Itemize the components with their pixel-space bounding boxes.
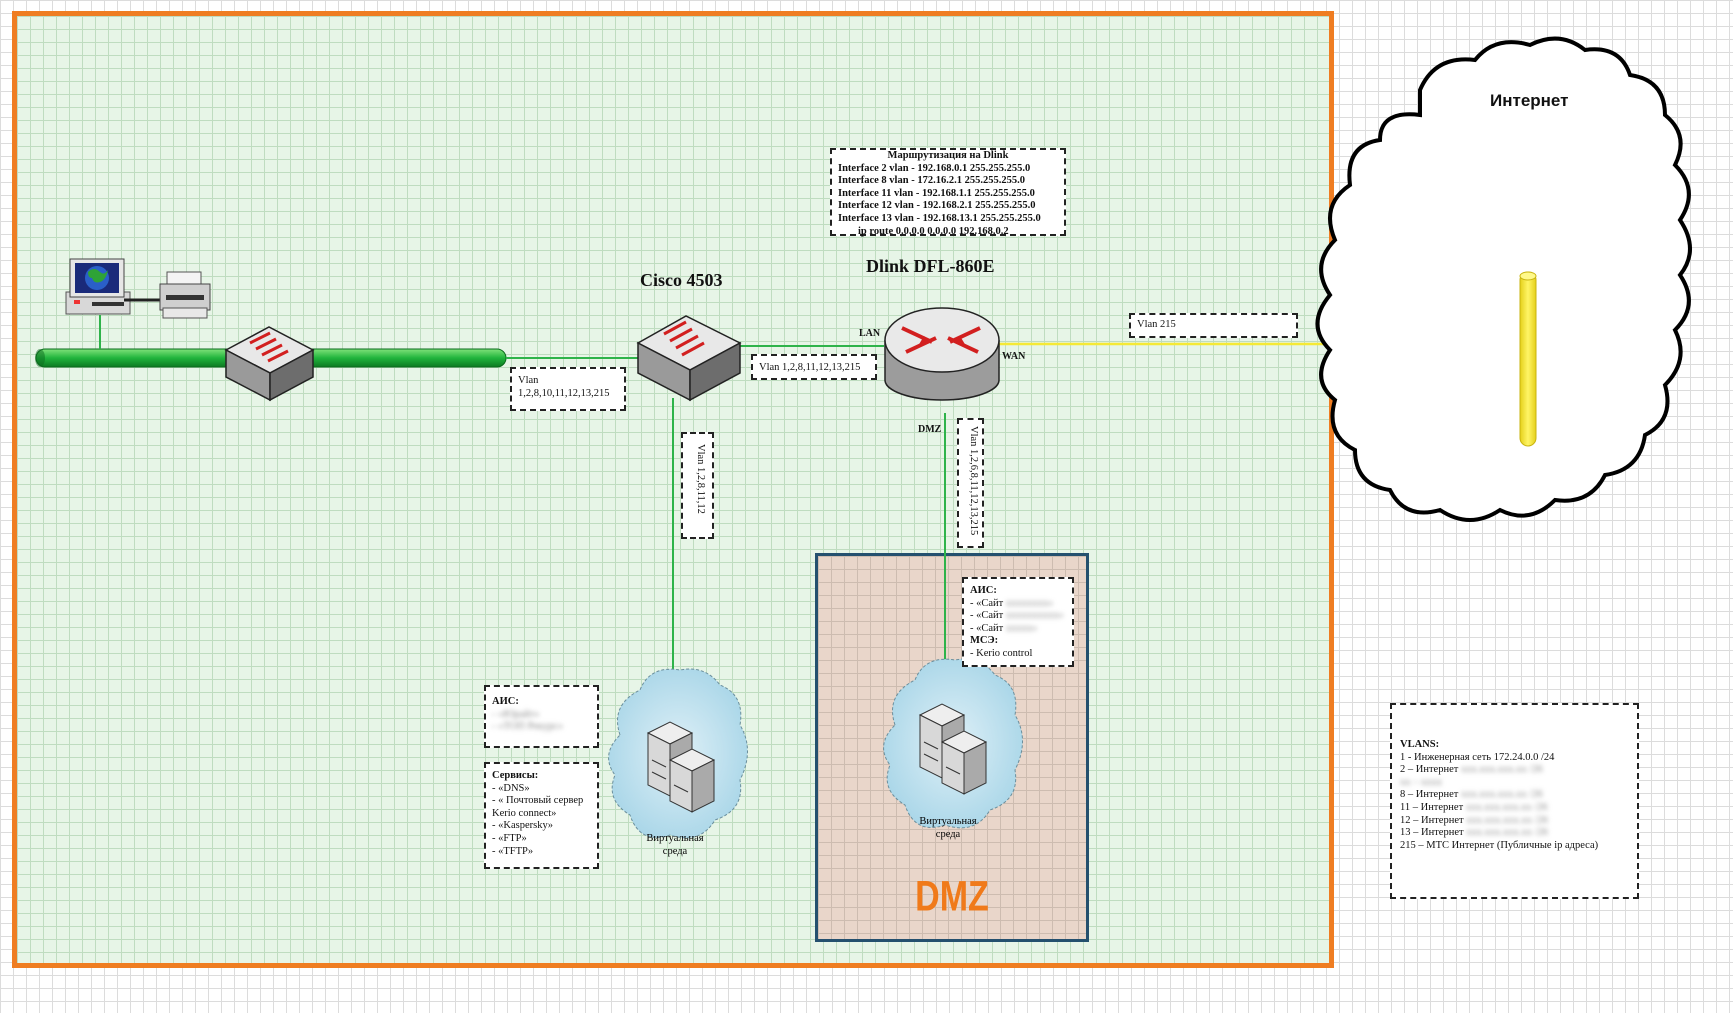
router-lan-port-label: LAN xyxy=(859,328,881,339)
service-item: - « Почтовый сервер xyxy=(492,795,584,807)
service-item: - «TFTP» xyxy=(492,845,534,857)
vlan-line: xx – xxxx xyxy=(1400,776,1442,788)
vlan-line: 2 – Интернет xxx.xxx.xxx.xx /26 xyxy=(1400,764,1543,776)
vlan-label-line: 1,2,8,10,11,12,13,215 xyxy=(518,387,610,399)
vlans-legend-box: VLANS: 1 - Инженерная сеть 172.24.0.0 /2… xyxy=(1390,703,1639,899)
routing-line: Interface 11 vlan - 192.168.1.1 255.255.… xyxy=(838,187,1035,199)
vlan-label-text: Vlan 1,2,8,11,12 xyxy=(695,444,706,514)
routing-line: ip route 0.0.0.0 0.0.0.0 192.168.0.2 xyxy=(858,225,1009,237)
ais-item: - «ТОП Рекурс» xyxy=(492,721,564,733)
virtual-env-dmz-label: Виртуальная среда xyxy=(919,816,977,840)
router-icon xyxy=(884,307,1000,401)
vlan-line: 1 - Инженерная сеть 172.24.0.0 /24 xyxy=(1400,751,1555,763)
dmz-ais-item: - «Сайт xxxxx» xyxy=(970,622,1038,634)
internet-cloud xyxy=(1315,36,1692,522)
routing-line: Interface 2 vlan - 192.168.0.1 255.255.2… xyxy=(838,162,1031,174)
dmz-ais-item: - «Сайт xxxxxxxx» xyxy=(970,597,1054,609)
dmz-zone-label: DMZ xyxy=(915,873,989,921)
core-switch-label: Cisco 4503 xyxy=(640,270,723,290)
routing-line: Interface 8 vlan - 172.16.2.1 255.255.25… xyxy=(838,175,1025,187)
workstation-icon xyxy=(65,258,165,315)
vlan-label-core-virtual: Vlan 1,2,8,11,12 xyxy=(681,432,714,539)
vlan-label-core-router: Vlan 1,2,8,11,12,13,215 xyxy=(751,354,877,380)
core-switch-icon xyxy=(636,315,742,402)
vlans-header: VLANS: xyxy=(1400,739,1440,750)
vlan-line: 13 – Интернет xxx.xxx.xxx.xx /26 xyxy=(1400,827,1548,839)
services-box: Сервисы: - «DNS» - « Почтовый сервер Ker… xyxy=(484,762,599,869)
vlan-label-text: Vlan 215 xyxy=(1137,319,1176,330)
virtual-environment-internal xyxy=(608,668,748,839)
internet-cloud-title: Интернет xyxy=(1490,91,1569,110)
wan-bus xyxy=(1519,271,1537,447)
firewall-item: - Kerio control xyxy=(970,647,1033,659)
router-label: Dlink DFL-860E xyxy=(866,256,995,276)
vlan-label-wan: Vlan 215 xyxy=(1129,313,1298,338)
vlan-label-router-dmz: Vlan 1,2,6,8,11,12,13,215 xyxy=(957,418,984,548)
internal-ais-box: АИС: - «Юрайт» - «ТОП Рекурс» xyxy=(484,685,599,748)
server-icon xyxy=(646,721,716,813)
service-item: - «FTP» xyxy=(492,832,527,844)
vlan-line: 11 – Интернет xxx.xxx.xxx.xx /26 xyxy=(1400,801,1548,813)
services-header: Сервисы: xyxy=(492,770,539,781)
service-item: Kerio connect» xyxy=(492,807,557,819)
router-dmz-port-label: DMZ xyxy=(918,424,942,435)
vlan-label-access-trunk: Vlan 1,2,8,10,11,12,13,215 xyxy=(510,367,626,411)
routing-line: Interface 13 vlan - 192.168.13.1 255.255… xyxy=(838,212,1041,224)
vlan-line: 8 – Интернет xxx.xxx.xxx.xx /26 xyxy=(1400,789,1543,801)
vlan-label-text: Vlan 1,2,8,11,12,13,215 xyxy=(759,362,861,373)
dmz-ais-item: - «Сайт xxxxxxxxxx» xyxy=(970,610,1064,622)
printer-icon xyxy=(159,271,211,319)
routing-table-title: Маршрутизация на Dlink xyxy=(887,150,1009,161)
ais-item: - «Юрайт» xyxy=(492,708,540,720)
firewall-header: МСЭ: xyxy=(970,635,999,647)
ais-header: АИС: xyxy=(492,696,519,707)
vlan-line: 215 – МТС Интернет (Публичные ip адреса) xyxy=(1400,839,1599,851)
server-icon xyxy=(918,703,988,795)
routing-line: Interface 12 vlan - 192.168.2.1 255.255.… xyxy=(838,200,1036,212)
service-item: - «DNS» xyxy=(492,782,530,794)
virtual-env-internal-label: Виртуальная среда xyxy=(646,833,704,857)
access-switch-icon xyxy=(224,326,315,402)
vlan-line: 12 – Интернет xxx.xxx.xxx.xx /26 xyxy=(1400,814,1548,826)
service-item: - «Kaspersky» xyxy=(492,820,553,832)
dmz-ais-header: АИС: xyxy=(970,585,997,596)
virtual-environment-dmz xyxy=(883,658,1023,829)
vlan-label-text: Vlan 1,2,6,8,11,12,13,215 xyxy=(968,426,979,536)
routing-table-box: Маршрутизация на Dlink Interface 2 vlan … xyxy=(830,148,1066,237)
router-wan-port-label: WAN xyxy=(1002,351,1026,362)
vlan-label-line: Vlan xyxy=(518,375,539,386)
dmz-ais-box: АИС: - «Сайт xxxxxxxx» - «Сайт xxxxxxxxx… xyxy=(962,577,1074,667)
